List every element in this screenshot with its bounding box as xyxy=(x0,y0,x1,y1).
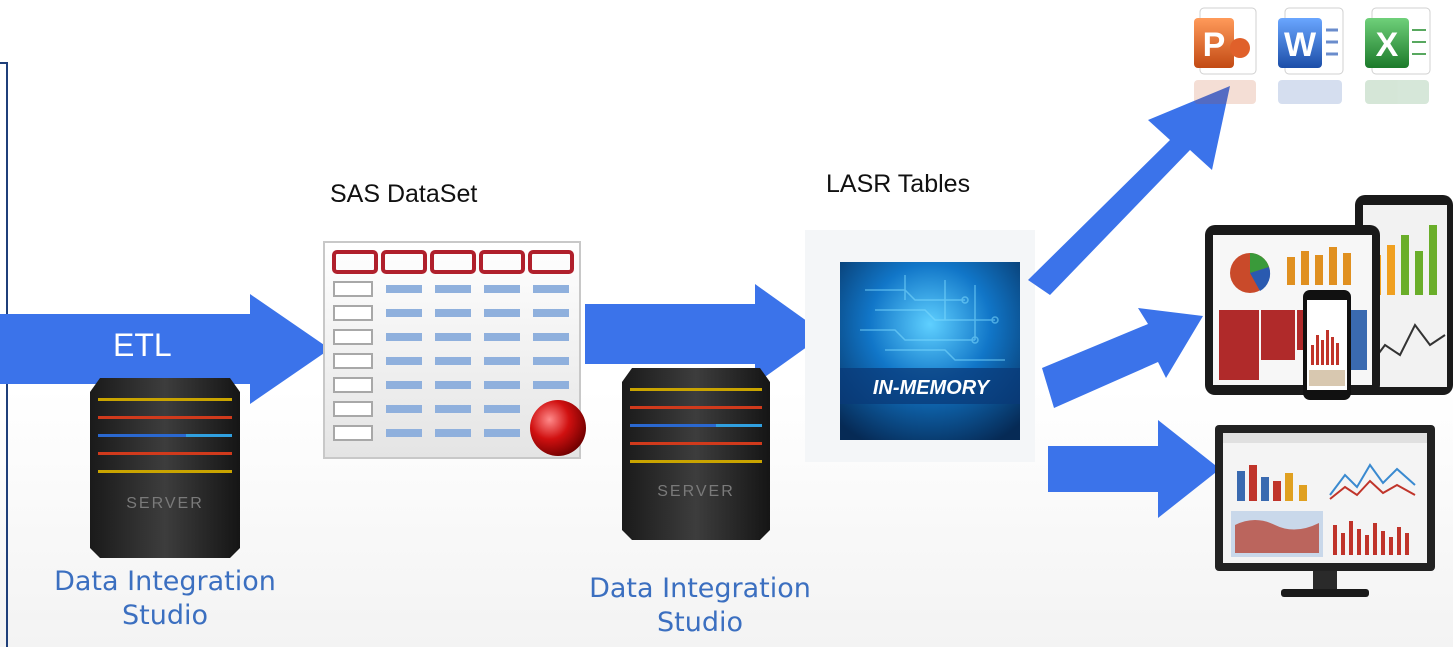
word-letter: W xyxy=(1284,26,1317,64)
etl-label: ETL xyxy=(113,327,172,363)
powerpoint-icon: P xyxy=(1194,7,1257,75)
dis-left-label: Data Integration Studio xyxy=(10,565,320,633)
excel-letter: X xyxy=(1376,26,1399,64)
monitor-icon xyxy=(1215,425,1435,597)
tablet-devices-icon xyxy=(1205,195,1453,400)
dis-left-line1: Data Integration xyxy=(54,566,276,597)
arrow-to-office xyxy=(1028,86,1230,295)
dis-mid-line2: Studio xyxy=(657,607,743,638)
in-memory-icon: IN-MEMORY xyxy=(805,230,1035,462)
etl-arrow xyxy=(0,294,330,404)
dataset-table-icon xyxy=(323,241,586,459)
lasr-tables-label: LASR Tables xyxy=(826,170,971,198)
server-left-icon: SERVER xyxy=(90,378,240,558)
arrow-to-tablets xyxy=(1042,308,1203,408)
server-left-text: SERVER xyxy=(126,495,204,512)
server-mid-text: SERVER xyxy=(657,483,735,500)
sas-dataset-label: SAS DataSet xyxy=(330,180,478,208)
server-mid-icon: SERVER xyxy=(622,368,770,540)
powerpoint-letter: P xyxy=(1203,26,1226,64)
dis-left-line2: Studio xyxy=(122,600,208,631)
in-memory-text: IN-MEMORY xyxy=(873,377,991,399)
arrow-dataset-to-lasr xyxy=(585,284,825,384)
word-icon: W xyxy=(1278,7,1344,75)
arrow-to-monitor xyxy=(1048,420,1220,518)
dis-mid-line1: Data Integration xyxy=(589,573,811,604)
dis-mid-label: Data Integration Studio xyxy=(555,572,845,640)
excel-icon: X xyxy=(1365,7,1431,75)
office-icons: P W X xyxy=(1194,7,1431,104)
